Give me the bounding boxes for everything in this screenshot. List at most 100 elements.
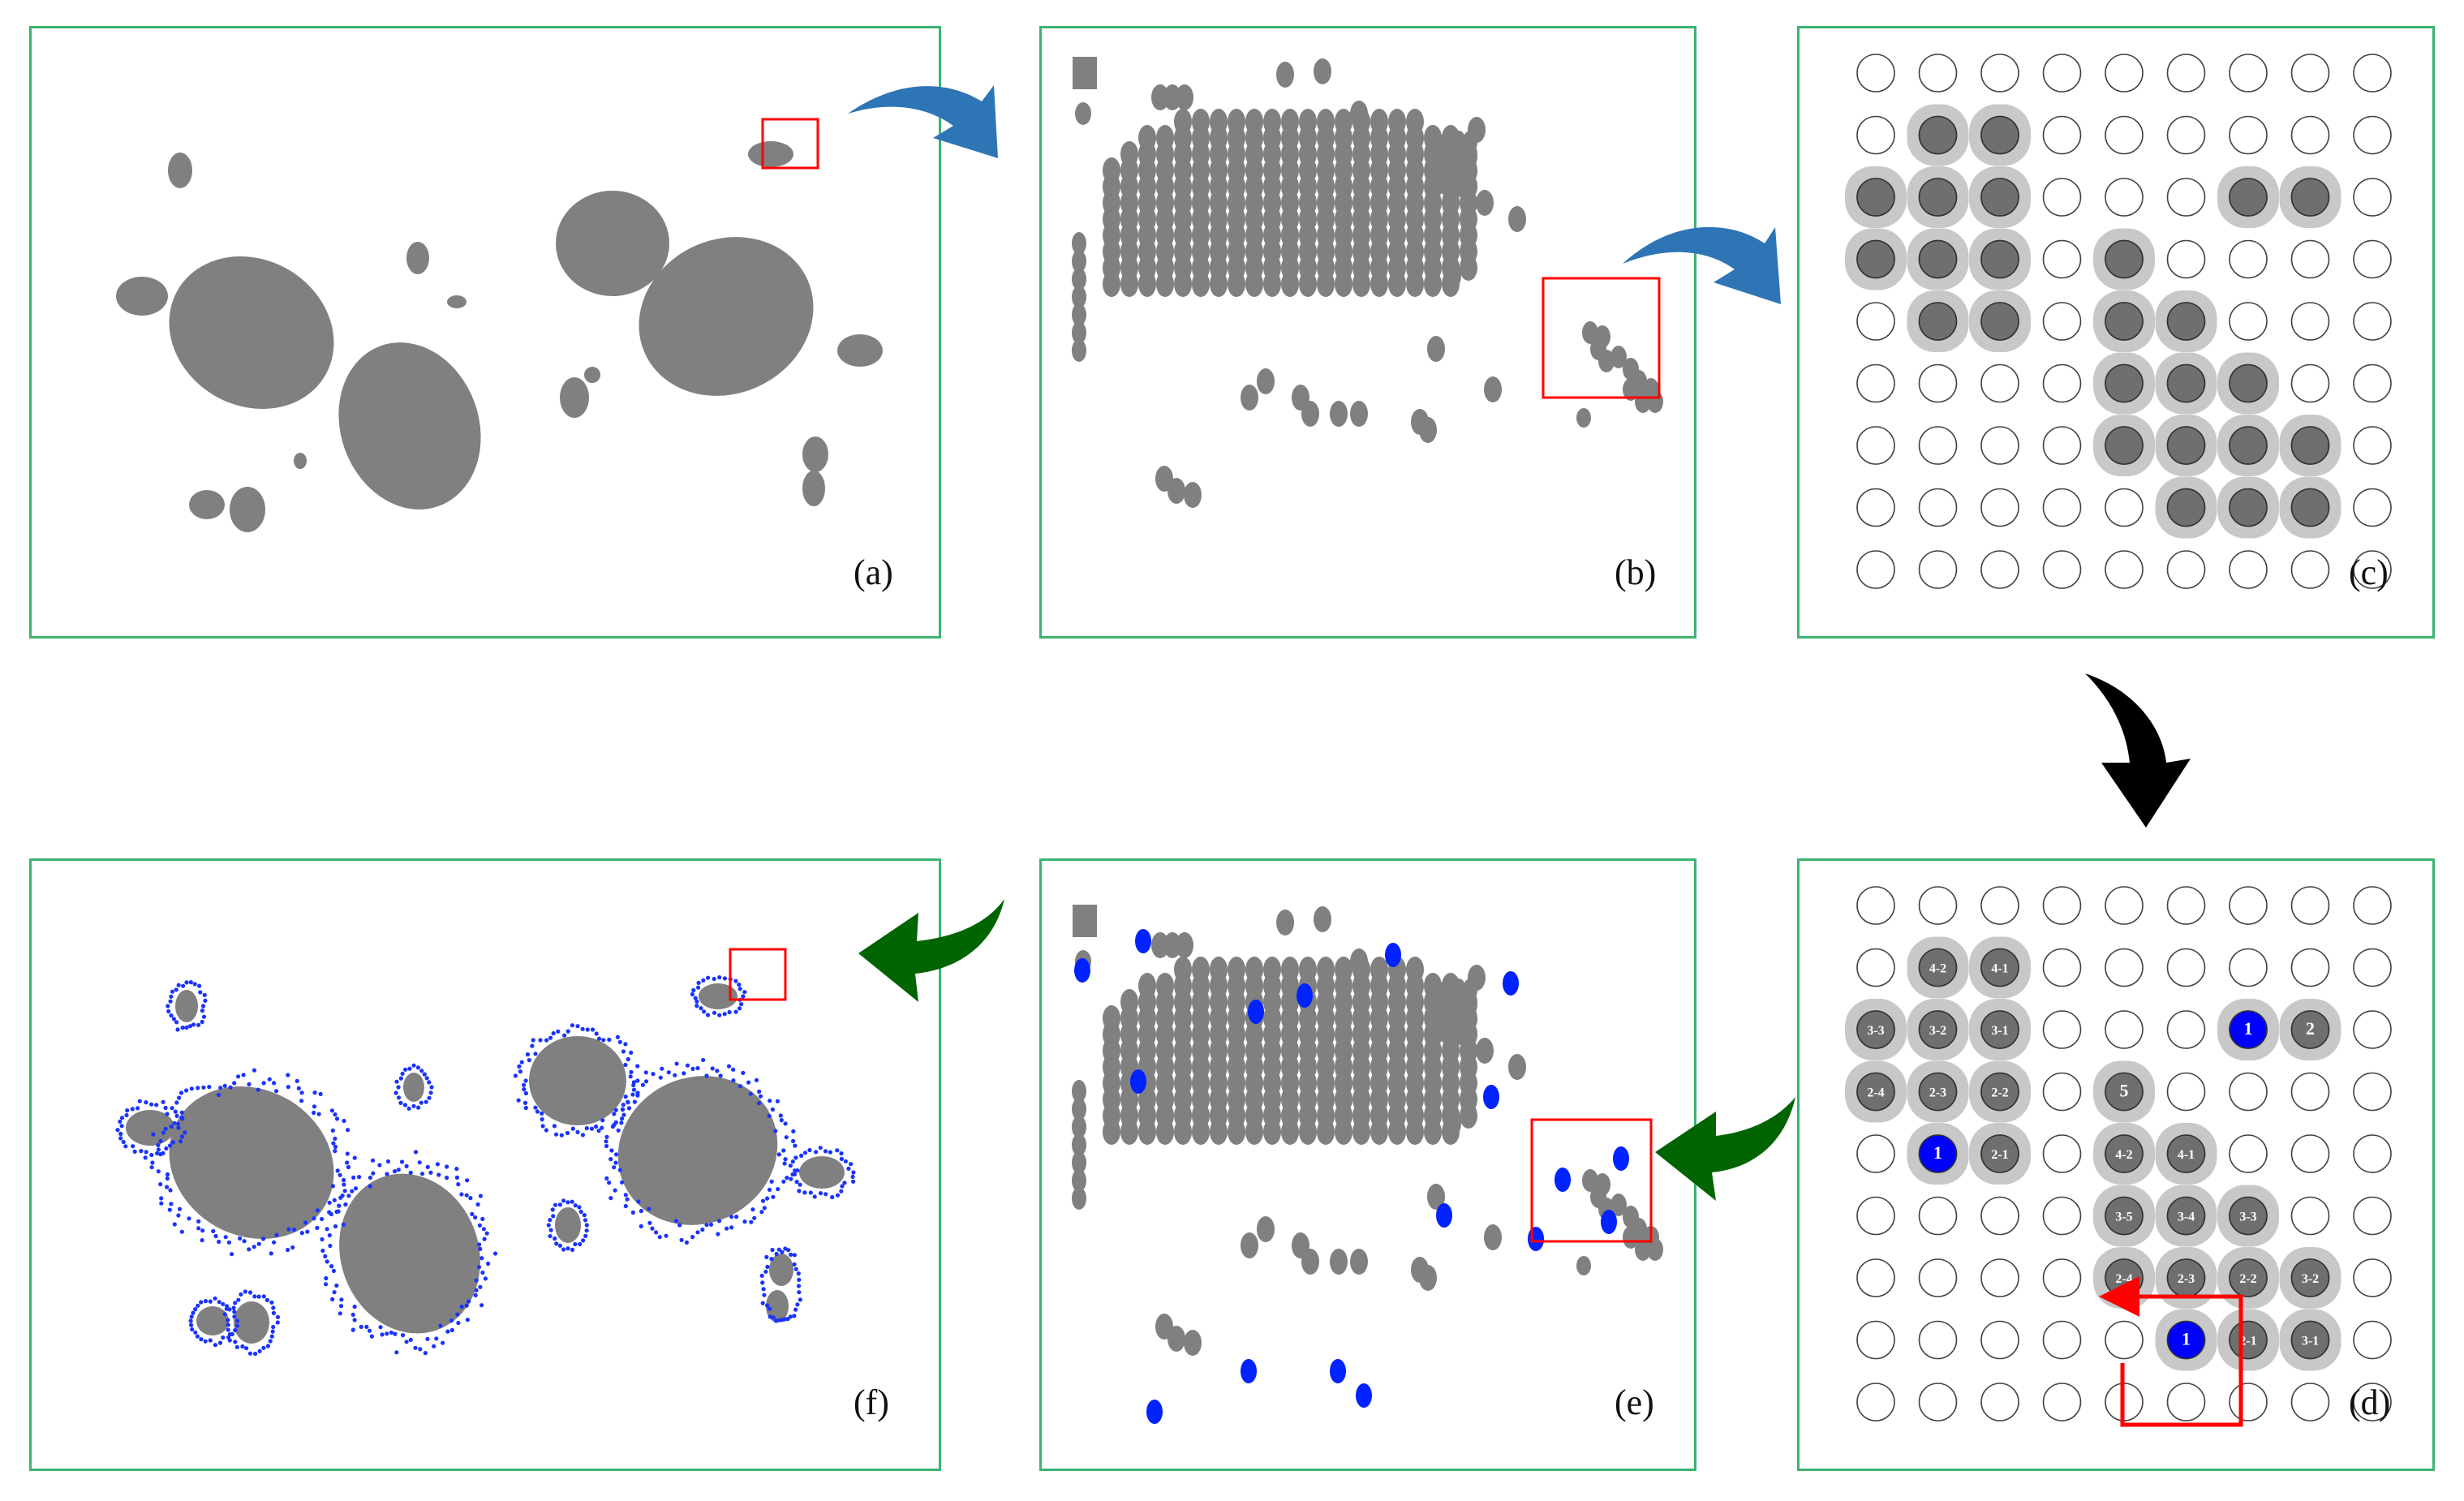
blob-cell [1072,1187,1086,1210]
boundary-dot [353,1186,359,1191]
blob-cell [1210,271,1228,297]
grid-node [1856,1383,1895,1421]
grid-node [2042,302,2082,341]
boundary-dot [413,1150,419,1155]
boundary-dot [538,1038,543,1043]
boundary-dot [527,1058,531,1063]
boundary-dot [404,1340,409,1344]
boundary-dot [165,1172,170,1177]
boundary-dot [169,1013,174,1018]
boundary-dot [575,1129,580,1134]
grid-node [2229,1383,2268,1421]
boundary-dot [565,1246,570,1251]
blob-satellite [1257,1216,1275,1242]
boundary-dot [213,1233,218,1239]
blob-cell [1451,174,1466,197]
boundary-dot [174,1100,179,1105]
panel-label-c: (c) [2349,553,2389,592]
region-node [2290,426,2330,465]
boundary-dot [640,1082,646,1087]
blob-cell [1138,1119,1156,1145]
boundary-dot [696,980,701,985]
boundary-dot [429,1085,434,1090]
boundary-dot [712,1010,717,1015]
seed-point [1528,1227,1544,1251]
boundary-dot [843,1159,848,1163]
boundary-dot [176,1213,181,1218]
boundary-dot [631,1087,637,1092]
boundary-dot [797,1290,802,1295]
boundary-dot [608,1196,613,1201]
boundary-dot [479,1303,484,1308]
boundary-dot [473,1215,478,1220]
boundary-dot [226,1335,231,1340]
boundary-dot [242,1239,247,1244]
boundary-dot [727,1009,732,1015]
boundary-dot [368,1175,372,1181]
boundary-dot [316,1112,321,1116]
boundary-dot [685,1063,690,1068]
boundary-dot [578,1209,583,1215]
boundary-dot [548,1228,553,1232]
region-node [1918,302,1958,341]
boundary-dot [540,1111,544,1116]
region-node [1980,239,2019,279]
node-label: 2-3 [2178,1272,2195,1286]
boundary-dot [233,1301,238,1305]
boundary-dot [305,1229,310,1234]
boundary-dot [269,1251,273,1256]
arrow-c-to-d-icon [2085,673,2191,828]
grid-node [2229,302,2268,341]
boundary-dot [226,1327,230,1332]
boundary-dot [352,1318,357,1323]
boundary-dot [604,1134,609,1139]
boundary-dot [226,1318,230,1323]
blob-cell [1228,271,1245,297]
seed-point [1146,1400,1163,1424]
grid-node [2353,302,2392,341]
blob-cell [1073,57,1097,89]
blob-satellite [1484,376,1502,402]
boundary-dot [115,1128,120,1133]
arrow-d-to-e-icon [1655,1097,1795,1201]
grid-node [1856,948,1895,987]
boundary-dot [164,1146,169,1151]
blob-cell [1451,1022,1466,1045]
boundary-dot [193,1330,198,1335]
boundary-dot [625,1197,630,1202]
boundary-dot [830,1194,835,1200]
boundary-dot [213,1343,217,1348]
grid-node [2166,1383,2206,1421]
blob-cell [1072,1151,1086,1174]
boundary-dot [476,1265,482,1270]
boundary-dot [561,1198,566,1203]
boundary-dot [613,1160,618,1165]
boundary-dot [480,1216,485,1221]
boundary-dot [475,1202,480,1207]
boundary-dot [184,1088,189,1093]
boundary-dot [760,1301,765,1305]
node-label: 2-1 [2239,1335,2256,1348]
boundary-dot [189,1086,194,1091]
boundary-dot [398,1076,403,1081]
boundary-dot [385,1331,389,1336]
boundary-dot [657,1235,662,1240]
boundary-dot [333,1144,338,1150]
boundary-dot [773,1129,778,1133]
seed-point [1074,958,1090,983]
boundary-dot [217,1300,221,1305]
boundary-dot [762,1292,767,1297]
boundary-dot [257,1348,262,1353]
boundary-dot [619,1120,624,1125]
boundary-dot [187,1216,191,1221]
blob-cell [1406,271,1424,297]
boundary-dot [270,1329,275,1334]
boundary-dot [617,1039,622,1044]
boundary-dot [551,1031,556,1036]
boundary-dot [247,1351,253,1356]
boundary-dot [189,1323,194,1327]
grid-node [1856,550,1895,589]
boundary-dot [737,1006,742,1011]
boundary-dot [350,1312,355,1317]
